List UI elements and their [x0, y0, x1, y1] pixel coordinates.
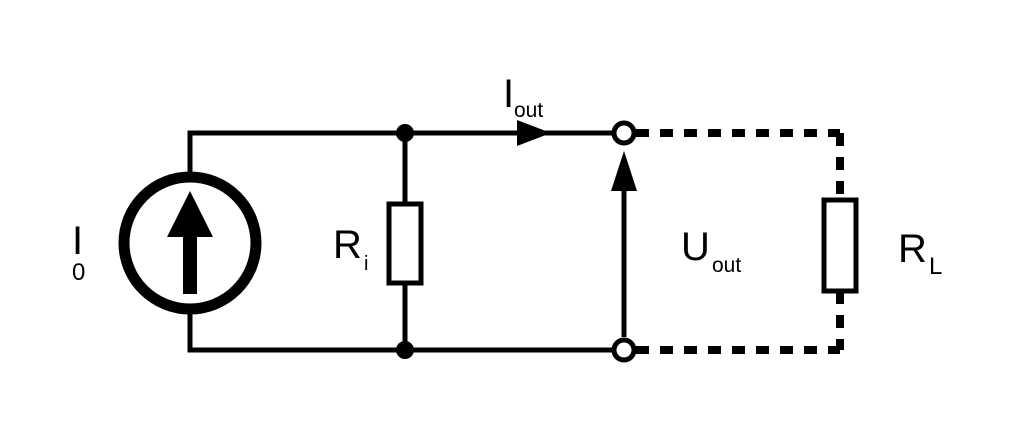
label-output-current: I out	[503, 72, 543, 122]
output-current-arrow-icon	[517, 120, 551, 146]
label-output-voltage: U out	[681, 225, 741, 277]
junction-dot-bottom	[396, 341, 414, 359]
label-load-resistance: R L	[898, 227, 942, 280]
junction-dot-top	[396, 124, 414, 142]
current-source-arrow-icon	[167, 191, 213, 237]
terminal-bottom	[611, 337, 637, 363]
output-voltage-arrow	[611, 151, 637, 337]
current-source-symbol	[118, 171, 262, 315]
label-internal-resistance: R i	[333, 223, 373, 275]
resistor-rl	[821, 197, 859, 294]
label-source-current: I 0	[72, 219, 94, 286]
terminal-top	[611, 120, 637, 146]
resistor-ri	[386, 201, 424, 286]
output-voltage-arrow-icon	[611, 151, 637, 191]
